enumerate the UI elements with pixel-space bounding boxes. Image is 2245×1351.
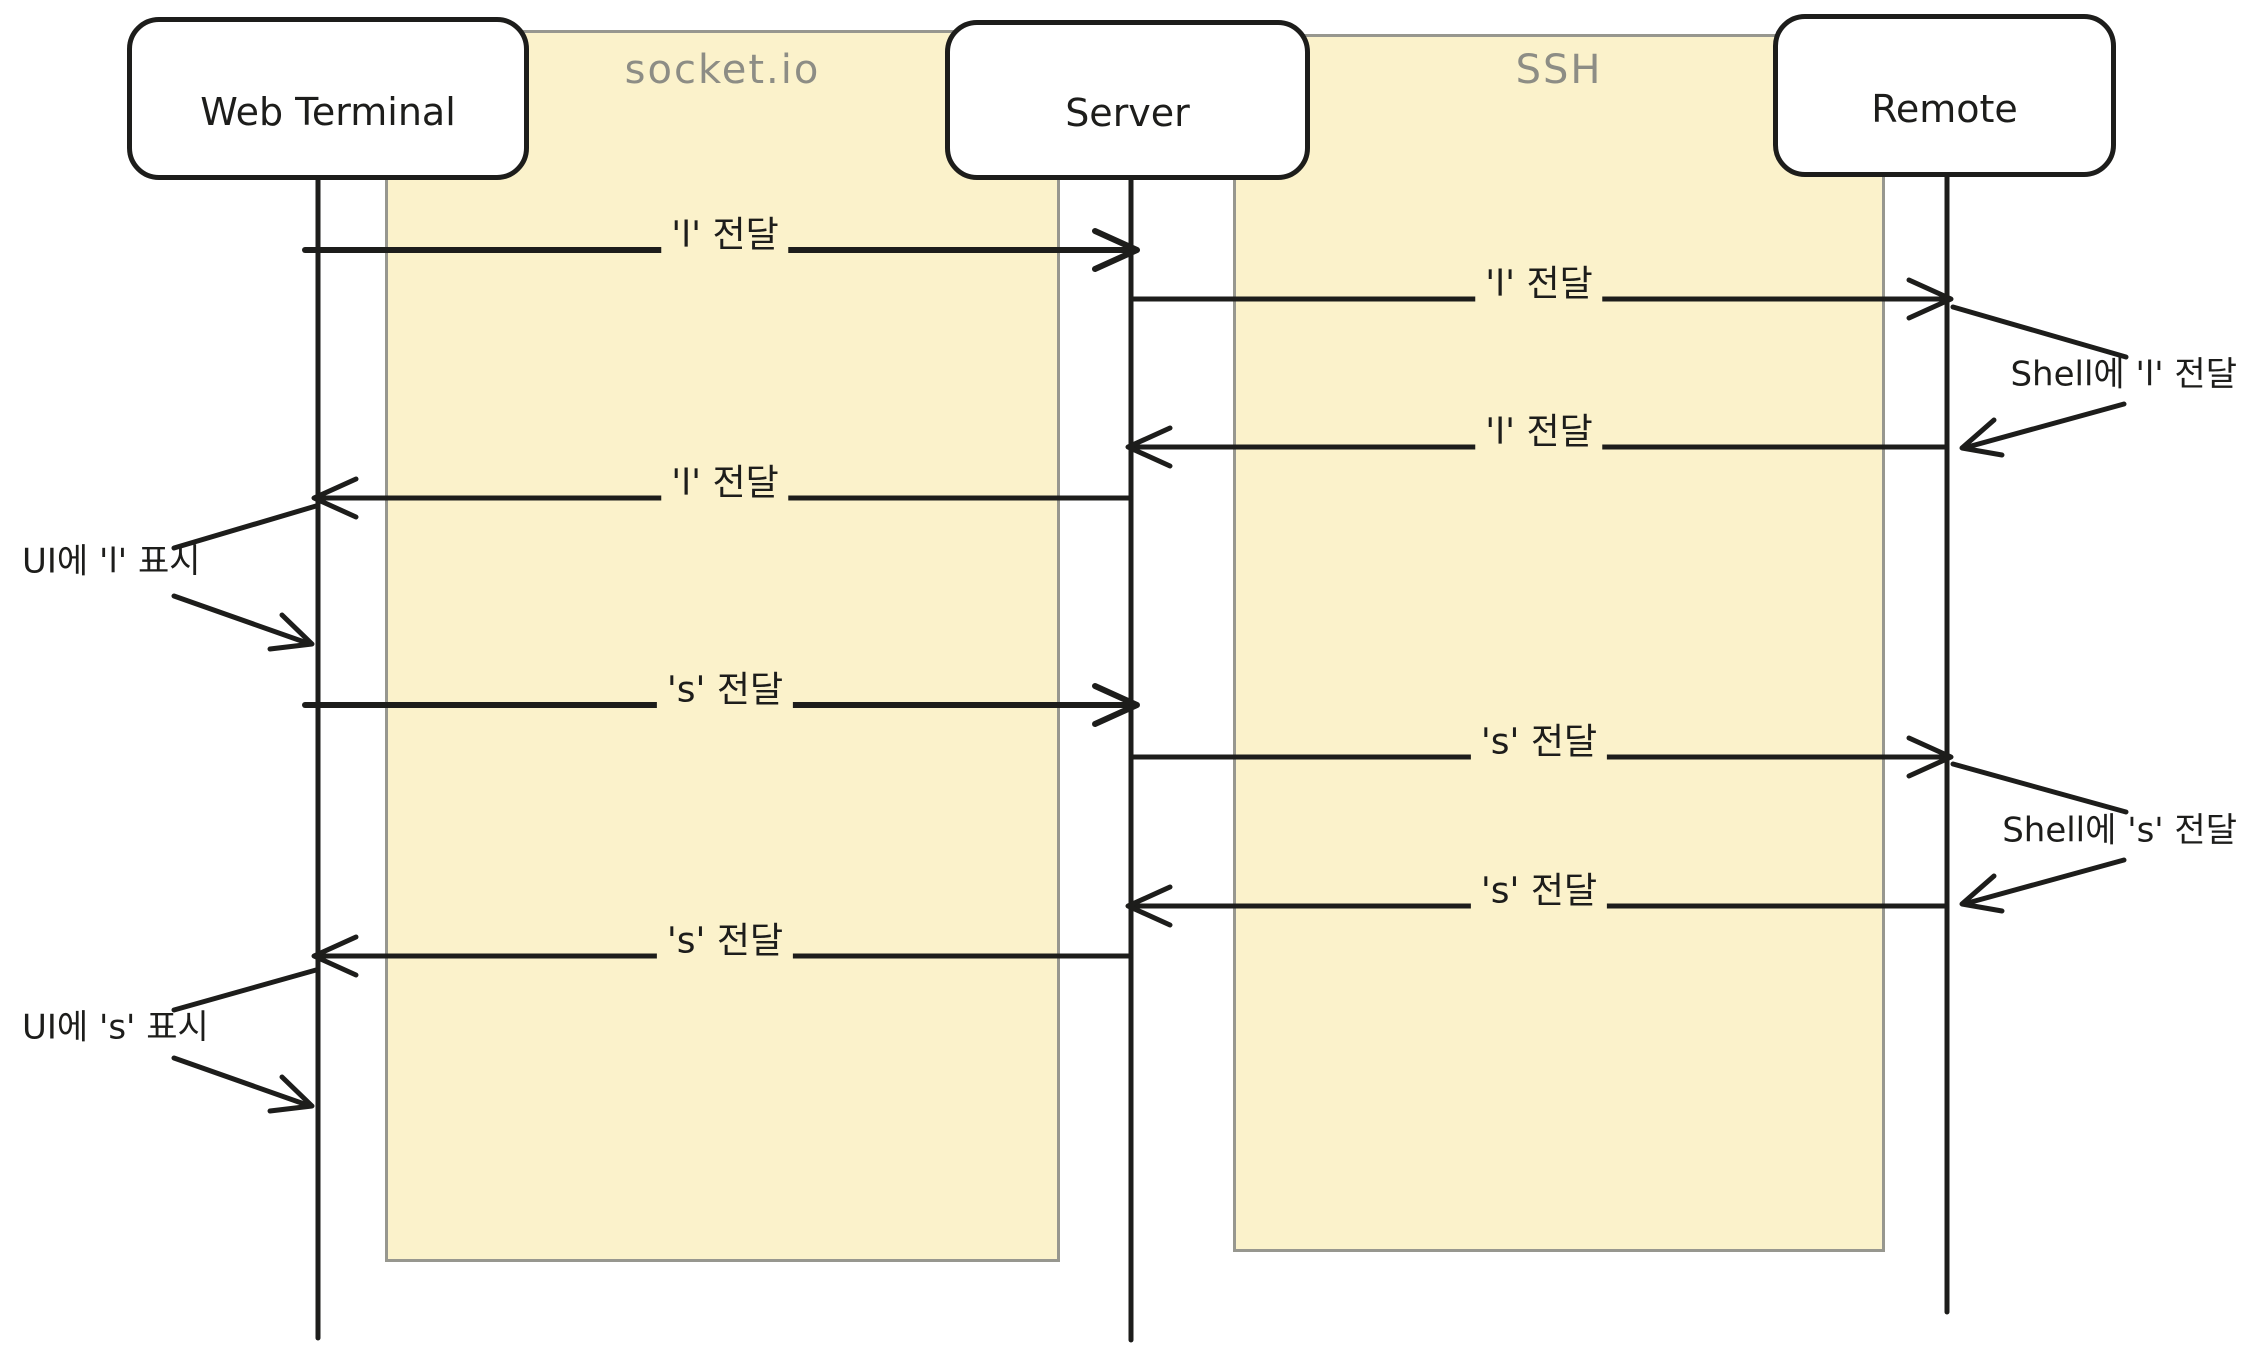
participant-remote: Remote — [1773, 14, 2116, 177]
note-connector-shell-l — [1950, 304, 2129, 458]
participant-remote-label: Remote — [1871, 86, 2018, 131]
message-label-server-to-remote-l: 'l' 전달 — [1475, 263, 1603, 305]
participant-web-terminal: Web Terminal — [127, 17, 529, 180]
participant-server-label: Server — [1065, 91, 1190, 135]
message-label-server-to-remote-s: 's' 전달 — [1470, 721, 1608, 763]
message-label-remote-to-server-s: 's' 전달 — [1470, 870, 1608, 912]
message-label-wt-to-server-s: 's' 전달 — [656, 669, 794, 711]
message-label-server-to-wt-l: 'l' 전달 — [661, 462, 789, 504]
note-connector-shell-s — [1950, 761, 2129, 914]
note-ui-s: UI에 's' 표시 — [22, 1007, 209, 1048]
note-connector-ui-s — [171, 967, 319, 1114]
participant-web-terminal-label: Web Terminal — [200, 89, 456, 134]
note-ui-l: UI에 'l' 표시 — [22, 541, 201, 582]
message-label-server-to-wt-s: 's' 전달 — [656, 920, 794, 962]
participant-server: Server — [945, 20, 1310, 180]
region-ssh: SSH — [1233, 34, 1885, 1252]
note-shell-s: Shell에 's' 전달 — [2002, 810, 2237, 851]
region-socketio-label: socket.io — [624, 47, 821, 93]
note-shell-l: Shell에 'l' 전달 — [2010, 354, 2237, 395]
region-ssh-label: SSH — [1515, 47, 1603, 93]
message-label-wt-to-server-l: 'l' 전달 — [661, 214, 789, 256]
note-connector-ui-l — [171, 503, 319, 652]
message-label-remote-to-server-l: 'l' 전달 — [1475, 411, 1603, 453]
